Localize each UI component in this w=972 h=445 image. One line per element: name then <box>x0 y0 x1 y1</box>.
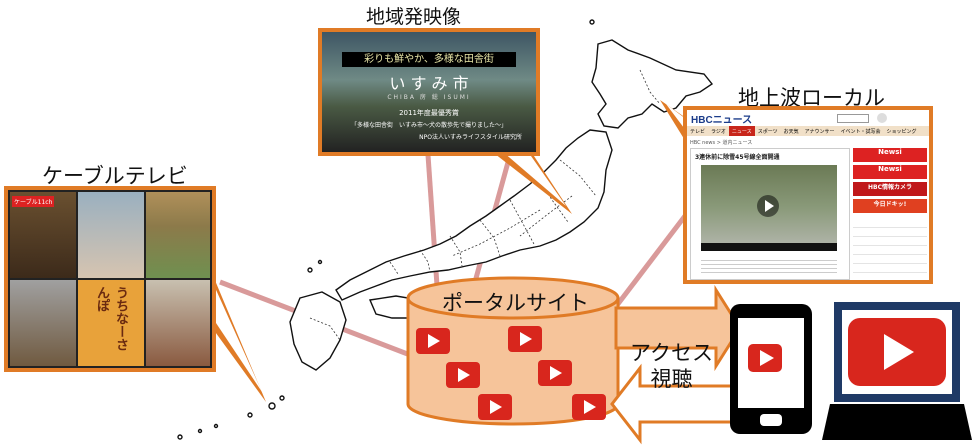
play-icon <box>572 394 606 420</box>
label-portal: ポータルサイト <box>442 291 589 315</box>
cable-tv-frame: ケーブル11ch うちなーさんぽ <box>4 186 216 372</box>
hbc-nav-weather[interactable]: お天気 <box>783 129 799 135</box>
play-icon <box>508 326 542 352</box>
hbc-side-banner[interactable]: Newsi <box>853 165 927 179</box>
hbc-video-player[interactable] <box>701 165 837 251</box>
regional-award: 2011年度最優秀賞 <box>399 109 459 117</box>
regional-banner: 彩りも鮮やか、多様な田舎街 <box>342 52 516 67</box>
laptop-icon <box>822 302 972 440</box>
hbc-header: HBCニュース <box>687 110 929 126</box>
cable-photo <box>78 192 144 278</box>
play-icon <box>416 328 450 354</box>
label-cable: ケーブルテレビ <box>42 164 188 188</box>
video-play-icons <box>416 326 606 420</box>
play-icon <box>538 360 572 386</box>
terrestrial-callout-pointer <box>660 100 686 142</box>
hbc-main: 3連休前に除雪45号線全面開通 <box>690 148 850 280</box>
hbc-side-banner[interactable]: 今日ドキッ! <box>853 199 927 213</box>
regional-callout-pointer <box>490 150 572 214</box>
hbc-caption-lines <box>701 257 837 275</box>
hbc-breadcrumb: HBC news > 道内ニュース <box>690 140 753 146</box>
hbc-navbar: テレビ ラジオ ニュース スポーツ お天気 アナウンサー イベント・試写会 ショ… <box>687 126 929 136</box>
hbc-side-banner[interactable]: HBC情報カメラ <box>853 182 927 196</box>
cable-photo <box>146 280 210 366</box>
hbc-video-controls[interactable] <box>701 243 837 251</box>
hbc-search-box[interactable] <box>837 114 869 123</box>
regional-city-sub: CHIBA 房 総 ISUMI <box>387 94 471 101</box>
smartphone-icon <box>730 304 812 434</box>
arrow-from-devices <box>610 363 742 445</box>
play-icon <box>446 362 480 388</box>
hokkaido-shape <box>591 39 714 129</box>
cable-photo <box>10 280 76 366</box>
cable-sign-text: うちなーさんぽ <box>94 286 128 351</box>
hbc-headline: 3連休前に除雪45号線全面開通 <box>695 154 780 161</box>
hbc-nav-events[interactable]: イベント・試写会 <box>840 129 881 135</box>
label-access-line1: アクセス <box>630 341 713 365</box>
play-icon <box>478 394 512 420</box>
regional-city: い す み 市 <box>389 74 469 93</box>
cable-tag: ケーブル11ch <box>12 196 55 207</box>
honshu-shape <box>335 129 613 301</box>
hbc-header-icon <box>877 113 887 123</box>
hbc-nav-sports[interactable]: スポーツ <box>757 129 778 135</box>
hbc-side-banner[interactable]: Newsi <box>853 148 927 162</box>
cable-photo <box>146 192 210 278</box>
regional-org: NPO法人いすみライフスタイル研究所 <box>419 134 522 141</box>
label-access: アクセス 視聴 <box>630 340 713 392</box>
hbc-nav-radio[interactable]: ラジオ <box>711 129 726 135</box>
cable-sign: うちなーさんぽ <box>78 280 144 366</box>
hbc-sidebar: Newsi Newsi HBC情報カメラ 今日ドキッ! <box>853 148 927 278</box>
cable-photo-grid: ケーブル11ch うちなーさんぽ <box>8 190 212 368</box>
connector-regional-left <box>425 154 441 301</box>
hbc-side-list <box>853 219 927 275</box>
hbc-nav-news[interactable]: ニュース <box>728 126 755 136</box>
portal-cylinder <box>406 276 620 426</box>
hbc-play-button[interactable] <box>757 195 779 217</box>
regional-title: 「多様な田舎街 いすみ市〜犬の散歩先で撮りました〜」 <box>350 122 507 129</box>
terrestrial-frame: HBCニュース テレビ ラジオ ニュース スポーツ お天気 アナウンサー イベン… <box>683 106 933 284</box>
hbc-nav-announcer[interactable]: アナウンサー <box>804 129 835 135</box>
hbc-nav-shopping[interactable]: ショッピング <box>886 129 917 135</box>
japan-outline <box>177 19 714 440</box>
hbc-nav-tv[interactable]: テレビ <box>690 129 706 135</box>
regional-video-screen: 彩りも鮮やか、多様な田舎街 い す み 市 CHIBA 房 総 ISUMI 20… <box>322 32 536 152</box>
arrow-to-devices <box>614 284 742 372</box>
kyushu-shape <box>289 291 347 371</box>
label-regional: 地域発映像 <box>366 6 462 28</box>
label-access-line2: 視聴 <box>650 367 693 391</box>
hbc-logo: HBCニュース <box>691 115 753 126</box>
regional-video-frame: 彩りも鮮やか、多様な田舎街 い す み 市 CHIBA 房 総 ISUMI 20… <box>318 28 540 156</box>
prefecture-borders <box>309 69 661 341</box>
